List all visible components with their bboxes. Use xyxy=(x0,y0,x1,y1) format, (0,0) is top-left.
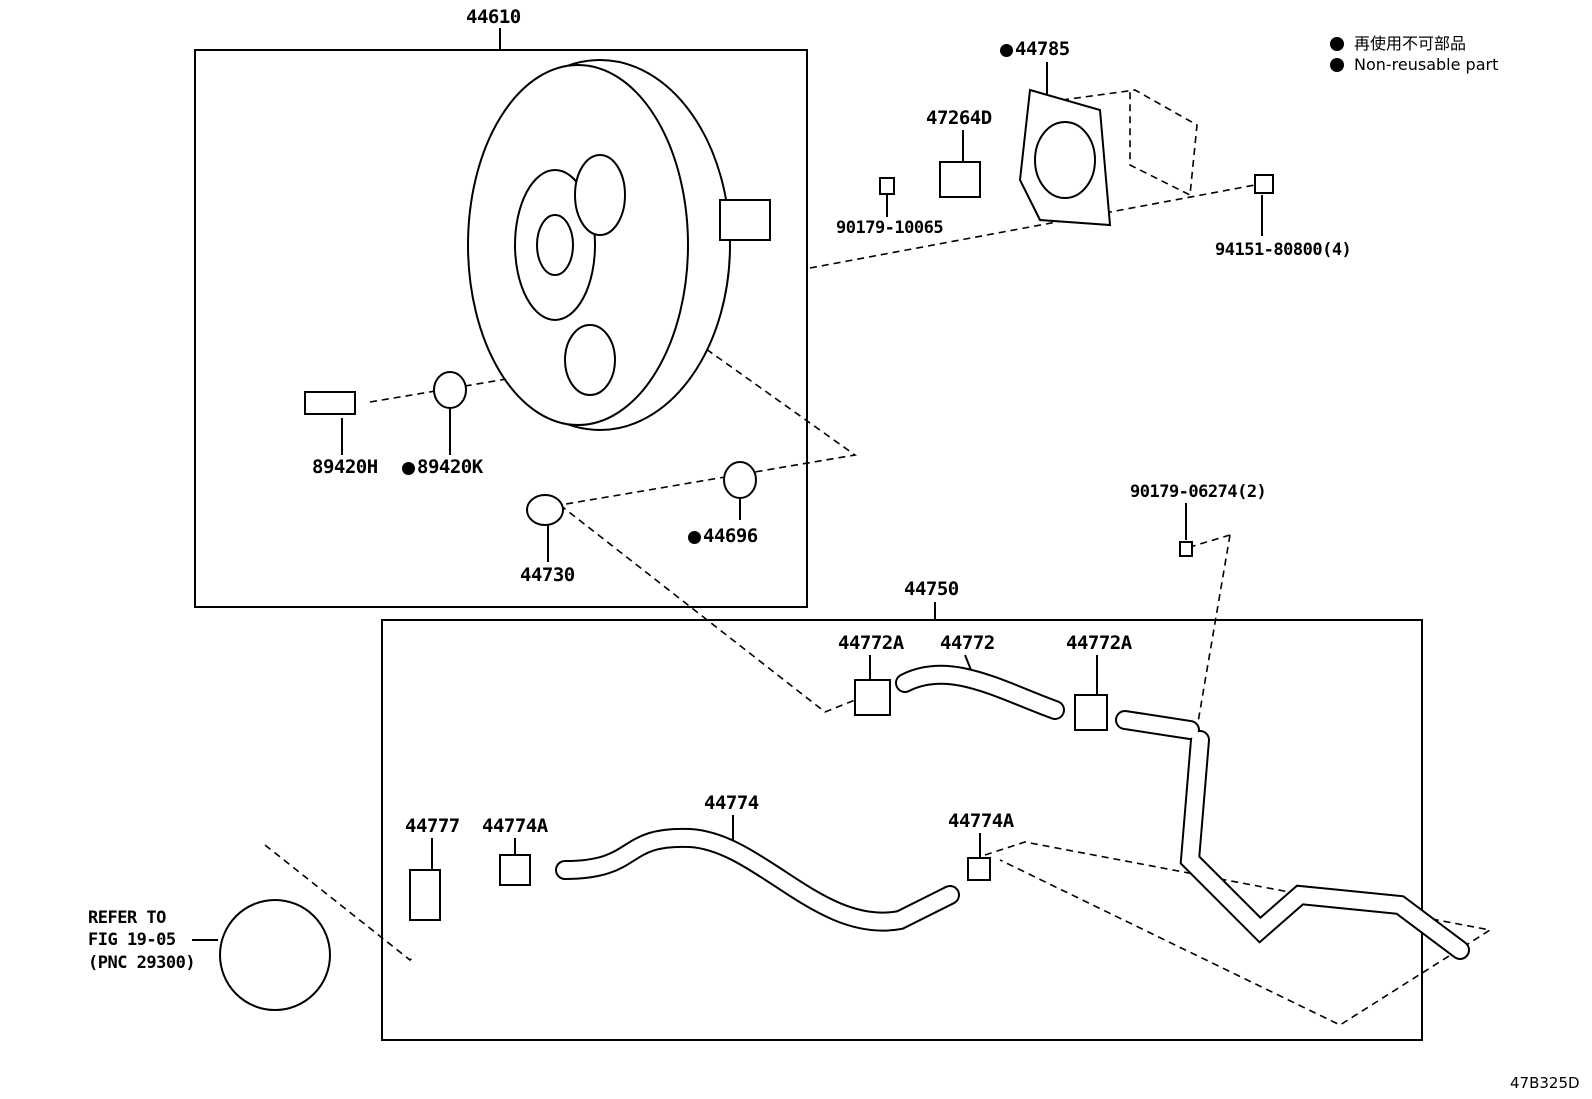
refer-line-3: (PNC 29300) xyxy=(88,953,196,973)
part-label[interactable]: 44777 xyxy=(405,815,460,837)
part-label[interactable]: 47264D xyxy=(926,107,992,129)
part-label[interactable]: 44750 xyxy=(904,578,959,600)
non-reusable-marker-icon xyxy=(688,531,701,544)
part-label[interactable]: 44774 xyxy=(704,792,759,814)
brake-booster-illustration xyxy=(467,59,771,431)
small-parts xyxy=(219,88,1274,1011)
part-label[interactable]: 44785 xyxy=(1000,38,1070,60)
part-label[interactable]: 44772A xyxy=(1066,632,1132,654)
non-reusable-marker-icon xyxy=(1000,44,1013,57)
part-label[interactable]: 94151-80800(4) xyxy=(1215,240,1352,260)
part-label-text: 89420K xyxy=(417,456,483,478)
refer-line-1: REFER TO xyxy=(88,908,166,928)
hoses-inner xyxy=(557,666,1468,958)
part-label[interactable]: 44774A xyxy=(482,815,548,837)
part-label[interactable]: 90179-06274(2) xyxy=(1130,482,1267,502)
part-label[interactable]: 90179-10065 xyxy=(836,218,944,238)
figure-code: 47B325D xyxy=(1510,1074,1580,1092)
legend-en: Non-reusable part xyxy=(1330,55,1498,74)
leader-lines xyxy=(192,28,1263,941)
hose-group-box xyxy=(381,619,1423,1041)
legend-en-text: Non-reusable part xyxy=(1354,55,1499,74)
part-label[interactable]: 44772 xyxy=(940,632,995,654)
part-label[interactable]: 44772A xyxy=(838,632,904,654)
legend-jp-text: 再使用不可部品 xyxy=(1354,34,1467,53)
part-label-text: 44785 xyxy=(1015,38,1070,60)
part-label-text: 44696 xyxy=(703,525,758,547)
refer-line-2: FIG 19-05 xyxy=(88,930,176,950)
part-label[interactable]: 89420H xyxy=(312,456,378,478)
part-label[interactable]: 44696 xyxy=(688,525,758,547)
part-label[interactable]: 44730 xyxy=(520,564,575,586)
legend-jp: 再使用不可部品 xyxy=(1330,30,1466,54)
part-label[interactable]: 89420K xyxy=(402,456,483,478)
non-reusable-marker-icon xyxy=(1330,58,1344,72)
part-label[interactable]: 44774A xyxy=(948,810,1014,832)
non-reusable-marker-icon xyxy=(402,462,415,475)
non-reusable-marker-icon xyxy=(1330,37,1344,51)
part-label[interactable]: 44610 xyxy=(466,6,521,28)
